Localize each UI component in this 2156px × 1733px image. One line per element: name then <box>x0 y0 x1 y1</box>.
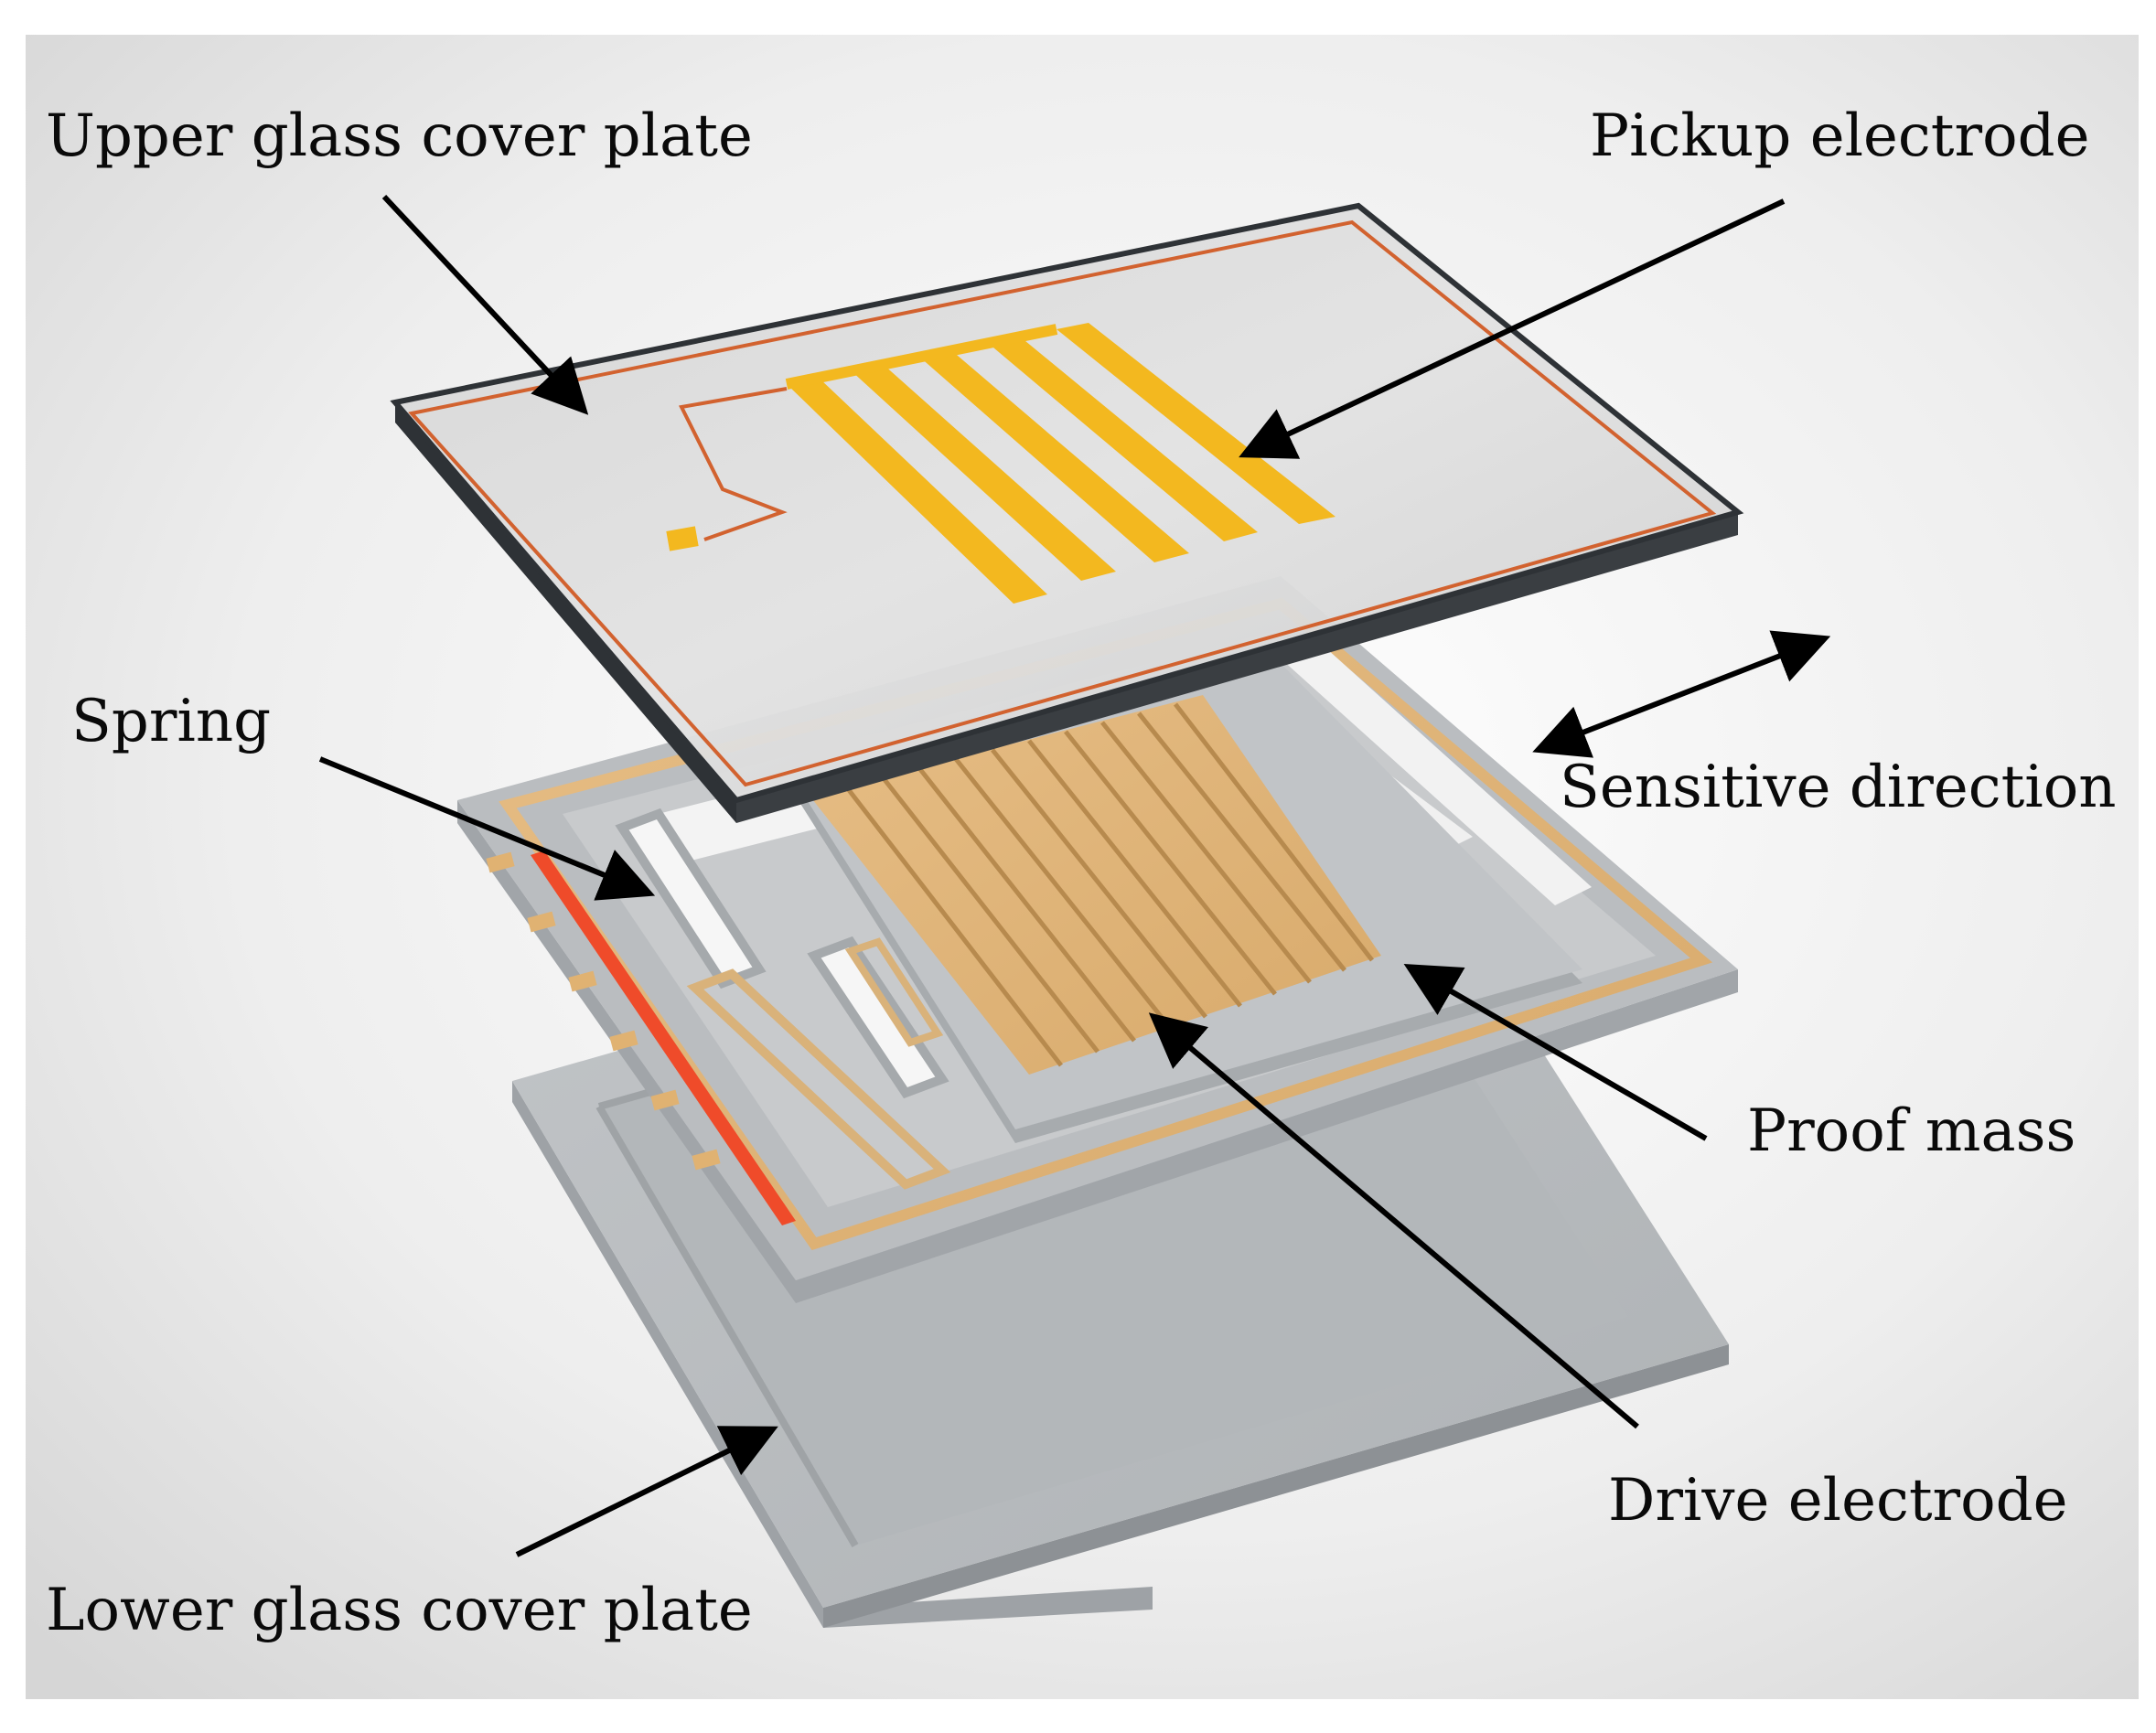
red-electrode-strip <box>531 850 796 1225</box>
pickup-trace <box>679 387 788 541</box>
spring-meander <box>615 808 951 1190</box>
label-lower-glass-cover-plate: Lower glass cover plate <box>46 1577 753 1644</box>
arrow-lower-glass <box>515 1426 778 1557</box>
arrow-sensitive-direction <box>1532 630 1831 758</box>
arrow-upper-glass <box>381 194 589 415</box>
arrow-drive-electrode <box>1148 1012 1639 1429</box>
label-sensitive-direction: Sensitive direction <box>1560 754 2117 821</box>
label-upper-glass-cover-plate: Upper glass cover plate <box>46 102 753 170</box>
label-drive-electrode: Drive electrode <box>1608 1467 2068 1535</box>
arrow-proof-mass <box>1403 963 1708 1141</box>
label-spring: Spring <box>71 688 271 755</box>
arrow-spring <box>318 756 656 901</box>
annotation-arrows <box>318 194 1831 1557</box>
drive-electrode <box>810 695 1381 1075</box>
label-proof-mass: Proof mass <box>1747 1097 2076 1165</box>
pickup-electrode <box>785 323 1335 604</box>
label-pickup-electrode: Pickup electrode <box>1590 102 2089 170</box>
bond-pads <box>486 851 721 1171</box>
upper-glass-cover-plate <box>390 202 1744 823</box>
pickup-bond-pad <box>666 526 699 551</box>
arrow-pickup-electrode <box>1239 198 1786 459</box>
